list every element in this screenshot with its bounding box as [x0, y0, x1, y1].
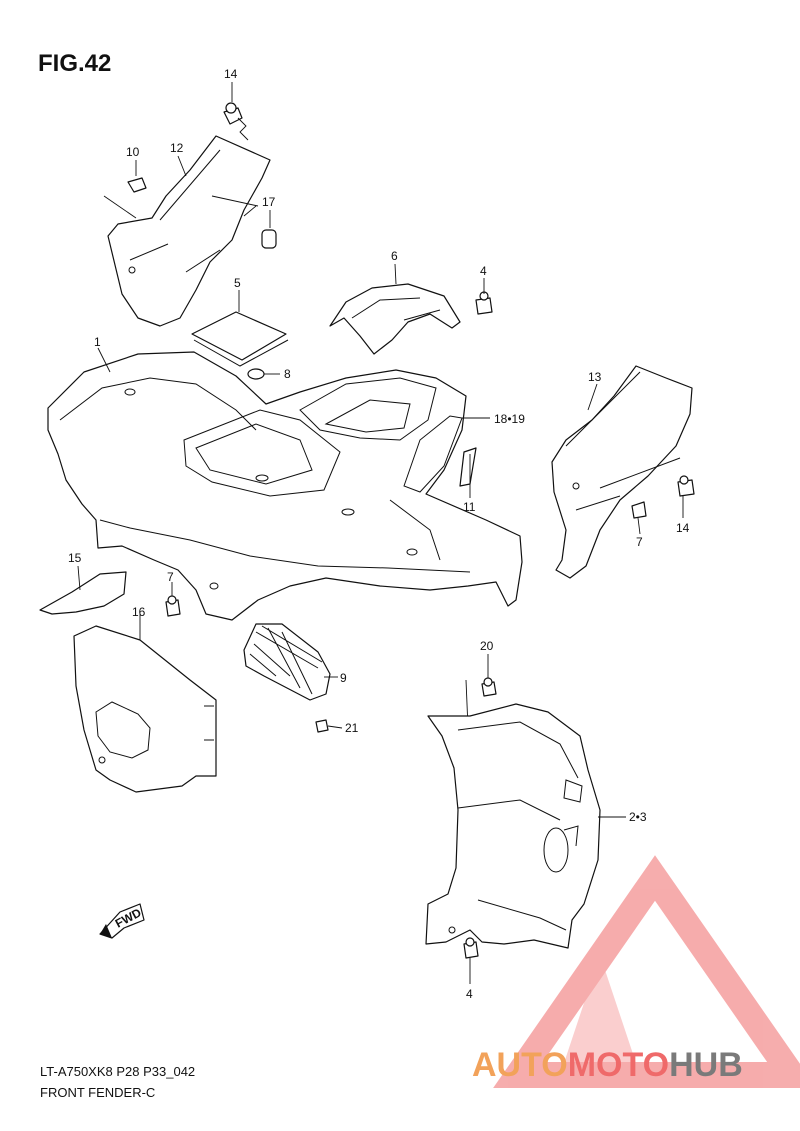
leader-lines: [97, 82, 684, 984]
clip-7-left: [165, 595, 181, 617]
callout-20: 20: [480, 639, 494, 653]
callout-13: 13: [588, 370, 602, 384]
callout-2-3: 2•3: [629, 810, 647, 824]
callout-4-top: 4: [480, 264, 487, 278]
screw-21: [315, 719, 329, 733]
callout-6: 6: [391, 249, 398, 263]
watermark-auto: AUTO: [472, 1046, 568, 1084]
pad-5: [191, 311, 289, 367]
callout-1: 1: [94, 335, 101, 349]
callout-14-top: 14: [224, 67, 238, 81]
callout-8: 8: [284, 367, 291, 381]
callout-9: 9: [340, 671, 347, 685]
bracket-15: [39, 565, 127, 615]
emblem-strip-11: [459, 447, 477, 487]
watermark-text: AUTOMOTOHUB: [472, 1046, 743, 1085]
inner-fender-2-3: [425, 703, 601, 949]
side-panel-13: [551, 365, 693, 579]
forward-arrow-icon: FWD: [99, 903, 145, 939]
callout-12: 12: [170, 141, 184, 155]
front-fender-1: [47, 351, 523, 621]
callout-14-right: 14: [676, 521, 690, 535]
callout-10: 10: [126, 145, 140, 159]
callout-17: 17: [262, 195, 276, 209]
callout-7-left: 7: [167, 570, 174, 584]
clip-7-right: [631, 501, 647, 519]
watermark-moto: MOTO: [567, 1046, 670, 1084]
diagram-code: LT-A750XK8 P28 P33_042: [40, 1064, 196, 1079]
watermark-hub: HUB: [669, 1046, 743, 1084]
callout-16: 16: [132, 605, 146, 619]
callout-21: 21: [345, 721, 359, 735]
callout-labels: 14 10 12 17 5 6 4 1 8 13 18•19 11 14 7 1…: [68, 67, 690, 1001]
grille-9: [243, 623, 331, 701]
watermark-logo-icon: [493, 855, 800, 1088]
diagram-name: FRONT FENDER-C: [40, 1085, 156, 1100]
callout-7-right: 7: [636, 535, 643, 549]
bolt-4-top: [475, 291, 493, 315]
callout-11: 11: [463, 500, 476, 514]
bolt-14-right: [677, 475, 695, 497]
screw-10: [103, 177, 147, 219]
callout-15: 15: [68, 551, 82, 565]
bolt-20: [465, 677, 497, 729]
bolt-4-bottom: [463, 937, 479, 959]
bolt-14-top: [223, 102, 249, 141]
mud-guard-16: [73, 625, 217, 793]
figure-title: FIG.42: [38, 50, 112, 77]
callout-4-bottom: 4: [466, 987, 473, 1001]
callout-18-19: 18•19: [494, 412, 525, 426]
callout-5: 5: [234, 276, 241, 290]
grommet-17: [243, 205, 277, 249]
grommet-8: [247, 368, 265, 380]
side-panel-12: [107, 135, 271, 327]
cover-6: [329, 283, 461, 355]
